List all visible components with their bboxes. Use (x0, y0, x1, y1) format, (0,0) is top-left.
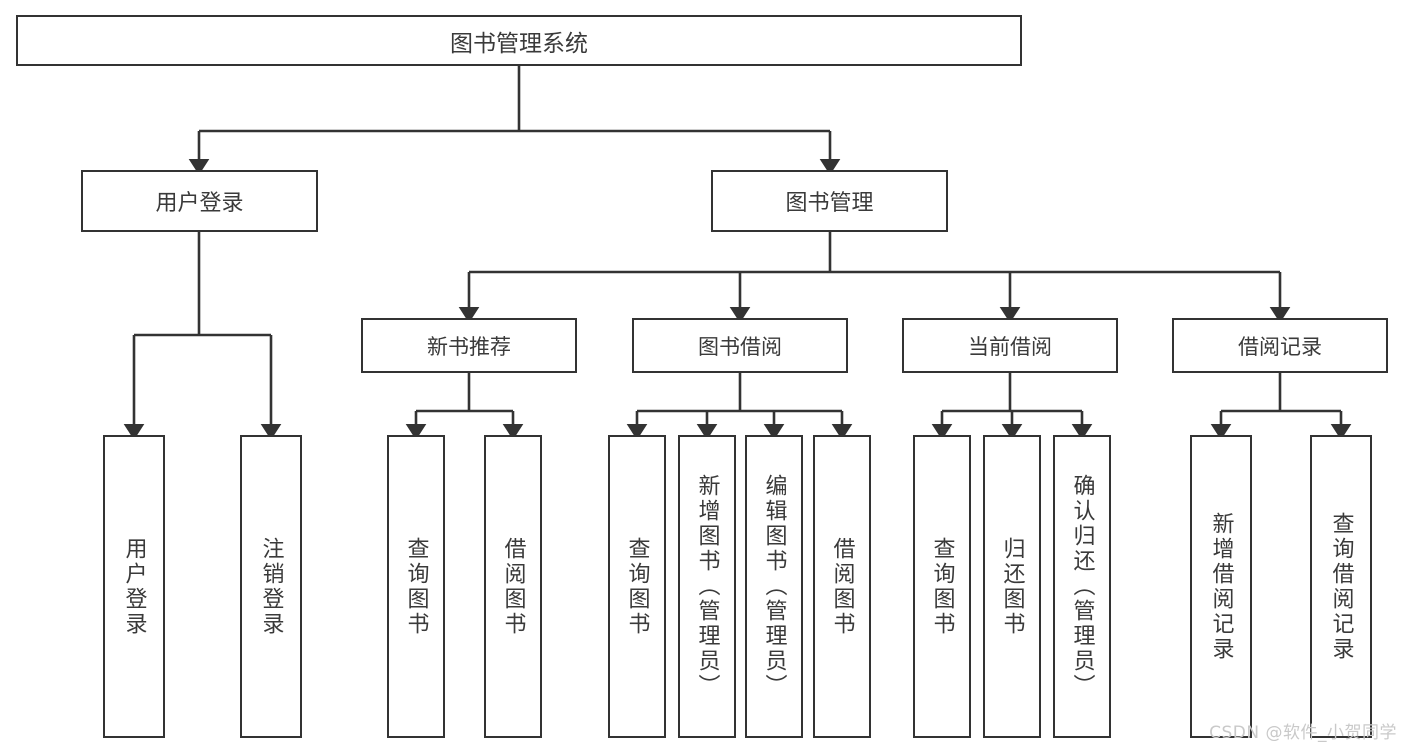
leaf-add-book-admin[interactable]: 新增图书（管理员） (678, 435, 736, 738)
csdn-watermark: CSDN @软件_小贺同学 (1209, 723, 1397, 743)
node-label: 编辑图书（管理员） (761, 474, 787, 699)
node-label: 借阅图书 (829, 536, 855, 637)
node-label: 图书管理系统 (450, 30, 588, 57)
node-label: 注销登录 (258, 536, 284, 637)
node-label: 查询图书 (403, 536, 429, 637)
leaf-return-books[interactable]: 归还图书 (983, 435, 1041, 738)
leaf-query-books-current[interactable]: 查询图书 (913, 435, 971, 738)
node-label: 用户登录 (155, 191, 244, 216)
leaf-query-books-borrowing[interactable]: 查询图书 (608, 435, 666, 738)
leaf-borrow-books-recommendation[interactable]: 借阅图书 (484, 435, 542, 738)
leaf-user-login[interactable]: 用户登录 (103, 435, 165, 738)
node-label: 当前借阅 (968, 334, 1052, 359)
node-user-login[interactable]: 用户登录 (81, 170, 318, 232)
node-borrowing-records[interactable]: 借阅记录 (1172, 318, 1388, 373)
leaf-add-borrowing-record[interactable]: 新增借阅记录 (1190, 435, 1252, 738)
node-root-book-management-system[interactable]: 图书管理系统 (16, 15, 1022, 66)
node-label: 查询图书 (929, 536, 955, 637)
leaf-query-books-recommendation[interactable]: 查询图书 (387, 435, 445, 738)
node-label: 归还图书 (999, 536, 1025, 637)
node-label: 新书推荐 (427, 334, 511, 359)
node-label: 借阅记录 (1238, 334, 1322, 359)
node-label: 图书管理 (785, 191, 874, 216)
node-label: 新增图书（管理员） (694, 474, 720, 699)
leaf-query-borrowing-record[interactable]: 查询借阅记录 (1310, 435, 1372, 738)
node-label: 确认归还（管理员） (1069, 474, 1095, 699)
node-label: 新增借阅记录 (1208, 511, 1234, 662)
node-book-management[interactable]: 图书管理 (711, 170, 948, 232)
leaf-confirm-return-admin[interactable]: 确认归还（管理员） (1053, 435, 1111, 738)
leaf-edit-book-admin[interactable]: 编辑图书（管理员） (745, 435, 803, 738)
node-book-borrowing[interactable]: 图书借阅 (632, 318, 848, 373)
node-label: 用户登录 (121, 536, 147, 637)
node-label: 借阅图书 (500, 536, 526, 637)
node-new-book-recommendation[interactable]: 新书推荐 (361, 318, 577, 373)
leaf-logout[interactable]: 注销登录 (240, 435, 302, 738)
node-label: 图书借阅 (698, 334, 782, 359)
node-label: 查询图书 (624, 536, 650, 637)
node-label: 查询借阅记录 (1328, 511, 1354, 662)
node-current-borrowing[interactable]: 当前借阅 (902, 318, 1118, 373)
leaf-borrow-books-borrowing[interactable]: 借阅图书 (813, 435, 871, 738)
